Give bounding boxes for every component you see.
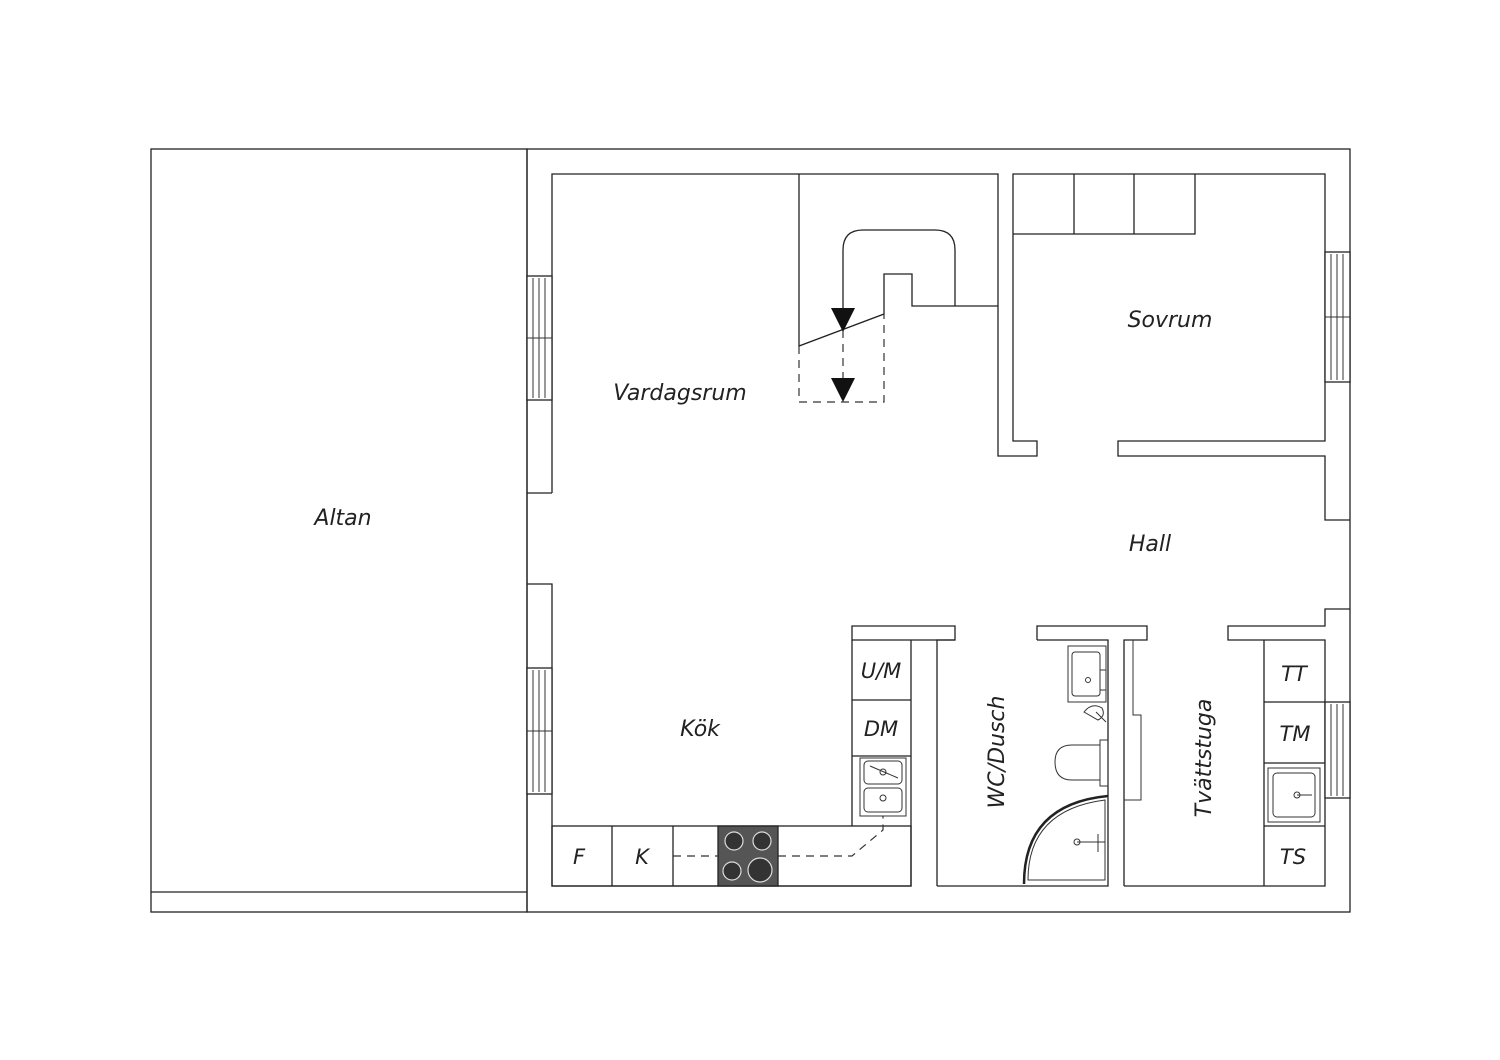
outer-walls (526, 148, 1351, 913)
appliance-label-freezer: K (635, 845, 651, 869)
stair-arrow-icon (831, 308, 855, 332)
room-label-tvattstuga: Tvättstuga (1192, 699, 1217, 818)
appliance-label-oven-microwave: U/M (861, 659, 902, 683)
appliance-label-washing-machine: TM (1280, 722, 1311, 746)
laundry-sink-icon (1267, 767, 1321, 823)
room-label-altan: Altan (312, 506, 371, 531)
stair-arrow-icon (831, 378, 855, 402)
windows (526, 251, 1351, 799)
window-kok (526, 667, 553, 795)
appliance-label-dryer: TT (1281, 662, 1309, 686)
kitchen-counter (551, 640, 912, 887)
window-sovrum (1324, 251, 1351, 383)
window-vardagsrum (526, 275, 553, 401)
washbasin-icon (1067, 645, 1107, 703)
window-tvattstuga (1324, 701, 1351, 799)
appliance-label-drying-cabinet: TS (1280, 845, 1306, 869)
appliance-label-fridge: F (573, 845, 586, 869)
sovrum-wardrobes (1013, 174, 1196, 235)
bathroom-fixtures (1022, 645, 1109, 885)
room-label-hall: Hall (1129, 532, 1171, 557)
stove-icon (717, 825, 779, 887)
toilet-icon (1054, 739, 1109, 787)
room-label-kok: Kök (680, 717, 721, 742)
room-label-sovrum: Sovrum (1128, 308, 1213, 333)
laundry-column (1263, 640, 1325, 886)
room-label-vardagsrum: Vardagsrum (613, 381, 746, 406)
staircase (798, 174, 998, 403)
shower-icon (1022, 794, 1109, 885)
kitchen-sink-icon (859, 757, 907, 817)
tap-icon (1083, 705, 1107, 723)
appliance-label-dishwasher: DM (864, 717, 898, 741)
room-label-wc-dusch: WC/Dusch (985, 696, 1010, 809)
